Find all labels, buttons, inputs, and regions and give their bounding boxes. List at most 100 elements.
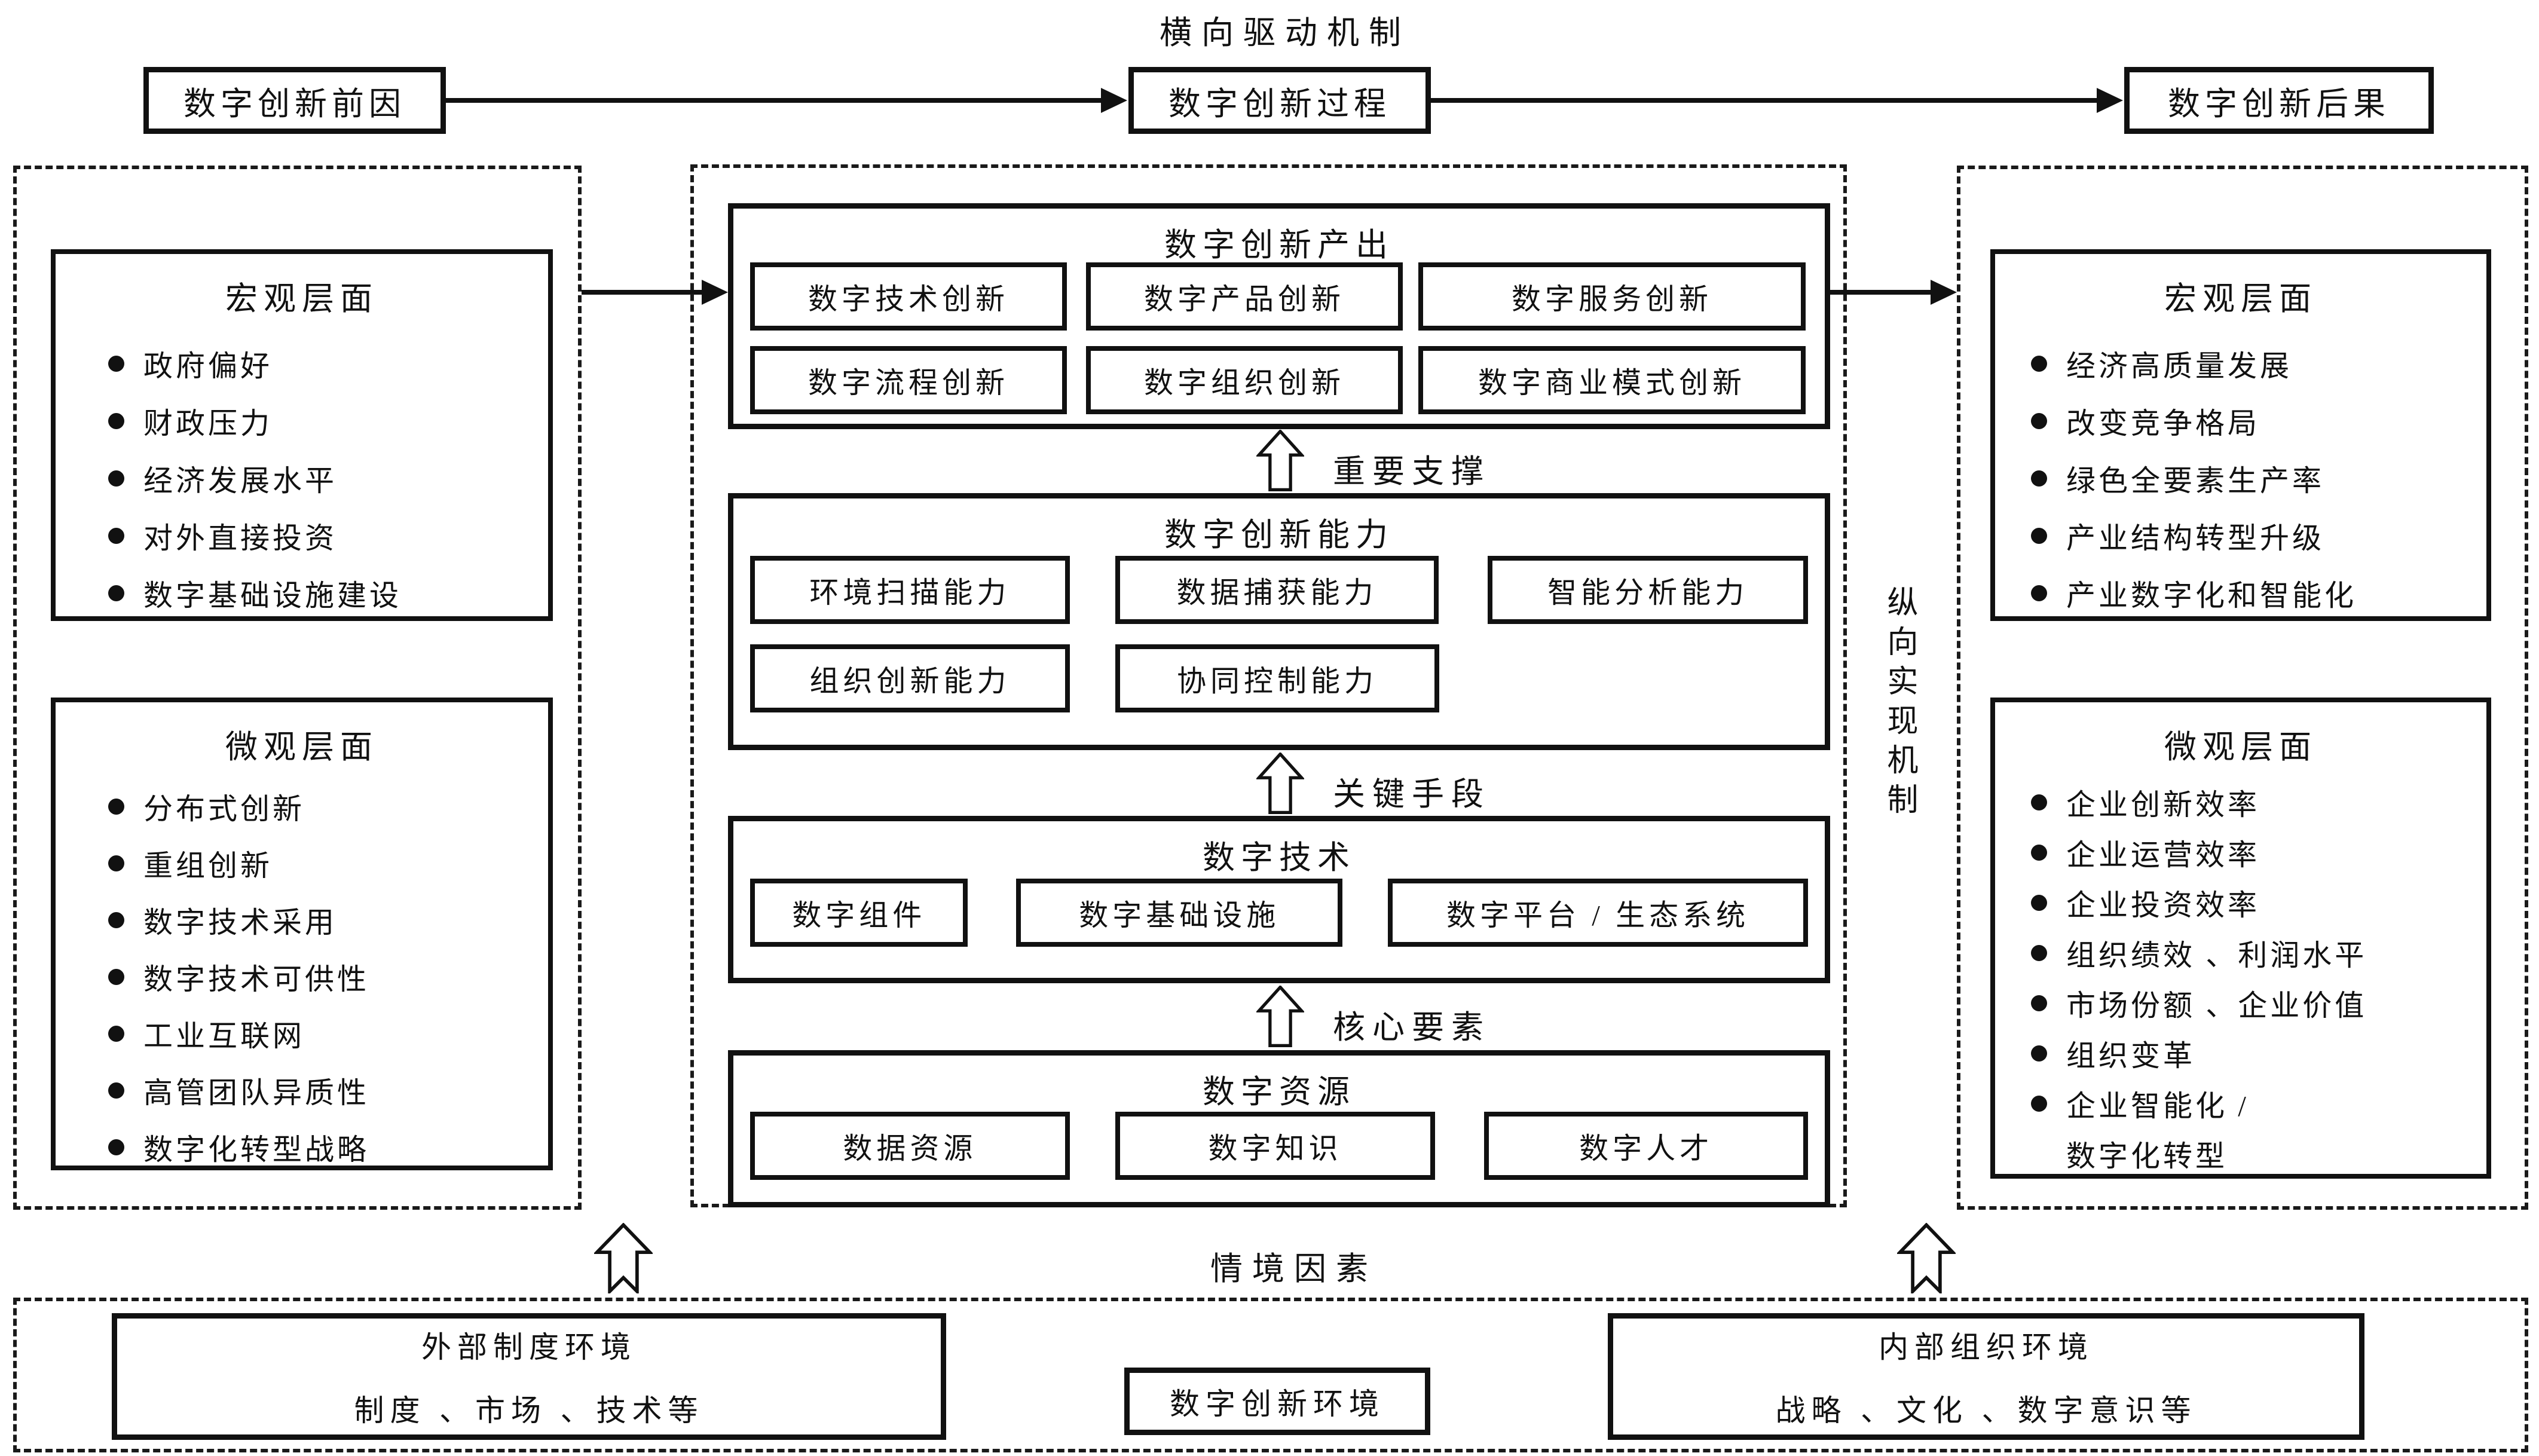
list-item: 高管团队异质性 — [108, 1062, 536, 1119]
support-arrow-label: 重要支撑 — [1333, 454, 1491, 490]
bullet-icon — [108, 799, 124, 815]
context-up-arrow-left-icon — [594, 1223, 653, 1293]
list-item-label: 数字化转型战略 — [143, 1133, 370, 1166]
technology-row: 数字组件 数字基础设施 数字平台 / 生态系统 — [733, 879, 1825, 947]
process-label: 数字创新过程 — [1168, 85, 1391, 122]
output-box: 数字产品创新 — [1086, 262, 1403, 331]
arrow-left-to-center — [582, 280, 728, 305]
bullet-icon — [108, 527, 124, 544]
list-item: 数字技术可供性 — [108, 949, 536, 1005]
bullet-icon — [2031, 1095, 2047, 1112]
bullet-icon — [108, 585, 124, 601]
antecedent-box: 数字创新前因 — [143, 67, 446, 134]
internal-environment-title: 内部组织环境 — [1879, 1330, 2094, 1364]
list-item-label: 市场份额 、企业价值 — [2066, 989, 2367, 1022]
process-box: 数字创新过程 — [1128, 67, 1431, 134]
list-item-label: 数字基础设施建设 — [143, 579, 402, 612]
list-item-label: 组织绩效 、利润水平 — [2066, 938, 2367, 972]
antecedent-label: 数字创新前因 — [183, 85, 406, 122]
consequence-box: 数字创新后果 — [2124, 67, 2434, 134]
list-item-label: 财政压力 — [143, 406, 273, 440]
list-item-label: 经济高质量发展 — [2066, 349, 2293, 383]
section-title: 数字资源 — [1203, 1074, 1356, 1110]
arrow-antecedent-to-process — [446, 88, 1127, 113]
list-item: 经济发展水平 — [108, 449, 536, 507]
list-item-label: 产业结构转型升级 — [2066, 521, 2325, 555]
list-item-label: 改变竞争格局 — [2066, 406, 2260, 440]
section-digital-innovation-output: 数字创新产出 数字技术创新 数字产品创新 数字服务创新 数字流程创新 数字组织创… — [728, 203, 1830, 429]
output-row-2: 数字流程创新 数字组织创新 数字商业模式创新 — [733, 346, 1825, 414]
list-item: 分布式创新 — [108, 778, 536, 835]
list-item-label: 重组创新 — [143, 849, 273, 882]
internal-environment-box: 内部组织环境 战略 、文化 、数字意识等 — [1608, 1313, 2364, 1440]
list-item: 产业结构转型升级 — [2031, 507, 2474, 564]
section-title: 数字创新能力 — [1164, 517, 1394, 553]
right-micro-list: 企业创新效率 企业运营效率 企业投资效率 组织绩效 、利润水平 市场份额 、企业… — [1995, 777, 2486, 1179]
resource-box: 数字人才 — [1484, 1112, 1808, 1180]
output-box: 数字组织创新 — [1086, 346, 1403, 414]
up-arrow-icon — [1256, 430, 1304, 491]
core-elements-arrow-label: 核心要素 — [1333, 1010, 1491, 1045]
capability-row-1: 环境扫描能力 数据捕获能力 智能分析能力 — [733, 556, 1825, 624]
capability-box: 协同控制能力 — [1115, 644, 1439, 712]
right-macro-level-box: 宏观层面 经济高质量发展 改变竞争格局 绿色全要素生产率 产业结构转型升级 产业… — [1990, 249, 2491, 621]
bullet-icon — [108, 1026, 124, 1042]
capability-row-2: 组织创新能力 协同控制能力 — [733, 644, 1825, 712]
bullet-icon — [108, 855, 124, 871]
list-item: 改变竞争格局 — [2031, 392, 2474, 449]
left-micro-level-box: 微观层面 分布式创新 重组创新 数字技术采用 数字技术可供性 工业互联网 高管团… — [51, 698, 553, 1170]
bullet-icon — [2031, 355, 2047, 372]
technology-box: 数字基础设施 — [1016, 879, 1343, 947]
list-item: 数字基础设施建设 — [108, 564, 536, 622]
resource-box: 数字知识 — [1115, 1112, 1436, 1180]
bullet-icon — [108, 1139, 124, 1155]
list-item: 数字技术采用 — [108, 892, 536, 949]
list-item-label: 企业投资效率 — [2066, 888, 2260, 922]
list-item: 组织变革 — [2031, 1028, 2474, 1078]
list-item: 政府偏好 — [108, 335, 536, 392]
list-item: 产业数字化和智能化 — [2031, 564, 2474, 622]
technology-box: 数字组件 — [750, 879, 968, 947]
list-item-label: 对外直接投资 — [143, 521, 338, 555]
output-row-1: 数字技术创新 数字产品创新 数字服务创新 — [733, 262, 1825, 331]
output-box: 数字技术创新 — [750, 262, 1067, 331]
up-arrow-icon — [1256, 986, 1304, 1047]
left-micro-list: 分布式创新 重组创新 数字技术采用 数字技术可供性 工业互联网 高管团队异质性 … — [56, 778, 548, 1176]
vertical-mechanism-label: 纵向实现机制 — [1882, 586, 1916, 822]
bullet-icon — [2031, 894, 2047, 911]
list-item: 经济高质量发展 — [2031, 335, 2474, 392]
bullet-icon — [2031, 470, 2047, 487]
list-item: 重组创新 — [108, 835, 536, 892]
bullet-icon — [108, 470, 124, 487]
left-macro-title: 宏观层面 — [225, 281, 378, 317]
list-item-label: 组织变革 — [2066, 1039, 2196, 1072]
key-means-arrow-label: 关键手段 — [1333, 776, 1491, 812]
section-digital-resources: 数字资源 数据资源 数字知识 数字人才 — [728, 1050, 1830, 1207]
list-item-label: 产业数字化和智能化 — [2066, 579, 2357, 612]
list-item-label: 数字化转型 — [2066, 1139, 2228, 1173]
list-item: 对外直接投资 — [108, 507, 536, 564]
left-macro-list: 政府偏好 财政压力 经济发展水平 对外直接投资 数字基础设施建设 — [56, 335, 548, 622]
bullet-icon — [108, 1082, 124, 1099]
list-item-label: 经济发展水平 — [143, 464, 338, 497]
technology-box: 数字平台 / 生态系统 — [1388, 879, 1808, 947]
digital-innovation-environment-box: 数字创新环境 — [1124, 1368, 1430, 1435]
list-item-label: 数字技术可供性 — [143, 963, 370, 996]
output-box: 数字流程创新 — [750, 346, 1067, 414]
section-digital-innovation-capability: 数字创新能力 环境扫描能力 数据捕获能力 智能分析能力 组织创新能力 协同控制能… — [728, 493, 1830, 750]
up-arrow-icon — [1256, 753, 1304, 814]
list-item-label: 数字技术采用 — [143, 906, 338, 939]
capability-box: 组织创新能力 — [750, 644, 1070, 712]
list-item: 组织绩效 、利润水平 — [2031, 928, 2474, 978]
list-item: 企业运营效率 — [2031, 827, 2474, 877]
capability-box: 智能分析能力 — [1488, 556, 1808, 624]
right-micro-level-box: 微观层面 企业创新效率 企业运营效率 企业投资效率 组织绩效 、利润水平 市场份… — [1990, 698, 2491, 1179]
list-item: 数字化转型战略 — [108, 1119, 536, 1176]
resource-box: 数据资源 — [750, 1112, 1070, 1180]
right-macro-title: 宏观层面 — [2164, 281, 2317, 317]
list-item: 企业创新效率 — [2031, 777, 2474, 827]
capability-box: 环境扫描能力 — [750, 556, 1070, 624]
list-item: 财政压力 — [108, 392, 536, 449]
arrow-process-to-consequence — [1431, 88, 2123, 113]
